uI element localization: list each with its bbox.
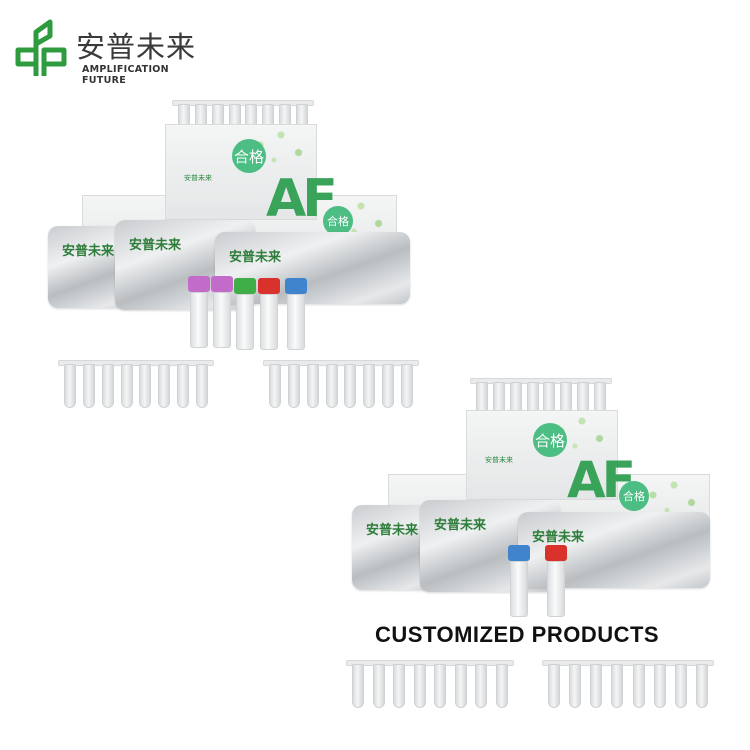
reagent-vial: [285, 278, 307, 350]
reagent-vial: [188, 276, 210, 348]
pcr-tube-strip: [58, 360, 214, 412]
pcr-tube-strip: [542, 660, 714, 712]
quality-badge: 合格: [323, 206, 353, 236]
sprout-logo-icon: [15, 19, 67, 76]
brand-name-cn: 安普未来: [76, 30, 197, 64]
pcr-tube-strip: [346, 660, 514, 712]
reagent-vial: [508, 545, 530, 617]
reagent-vial: [211, 276, 233, 348]
quality-badge: 合格: [232, 139, 266, 173]
brand-logo: 安普未来 AMPLIFICATION FUTURE: [14, 14, 204, 86]
af-emblem: AF: [567, 451, 636, 509]
reagent-vial: [234, 278, 256, 350]
reagent-vial: [545, 545, 567, 617]
af-emblem: AF: [266, 169, 338, 229]
customized-products-caption: CUSTOMIZED PRODUCTS: [375, 622, 660, 647]
box-logo: 安普未来: [184, 174, 212, 182]
kit-box-main: 合格 安普未来 AF: [165, 124, 338, 229]
quality-badge: 合格: [619, 481, 649, 511]
box-logo: 安普未来: [485, 456, 513, 464]
brand-name-en: AMPLIFICATION FUTURE: [82, 64, 169, 86]
reagent-vial: [258, 278, 280, 350]
kit-box-main: 合格 安普未来 AF: [466, 410, 636, 509]
pcr-tube-strip: [263, 360, 419, 412]
quality-badge: 合格: [533, 423, 567, 457]
